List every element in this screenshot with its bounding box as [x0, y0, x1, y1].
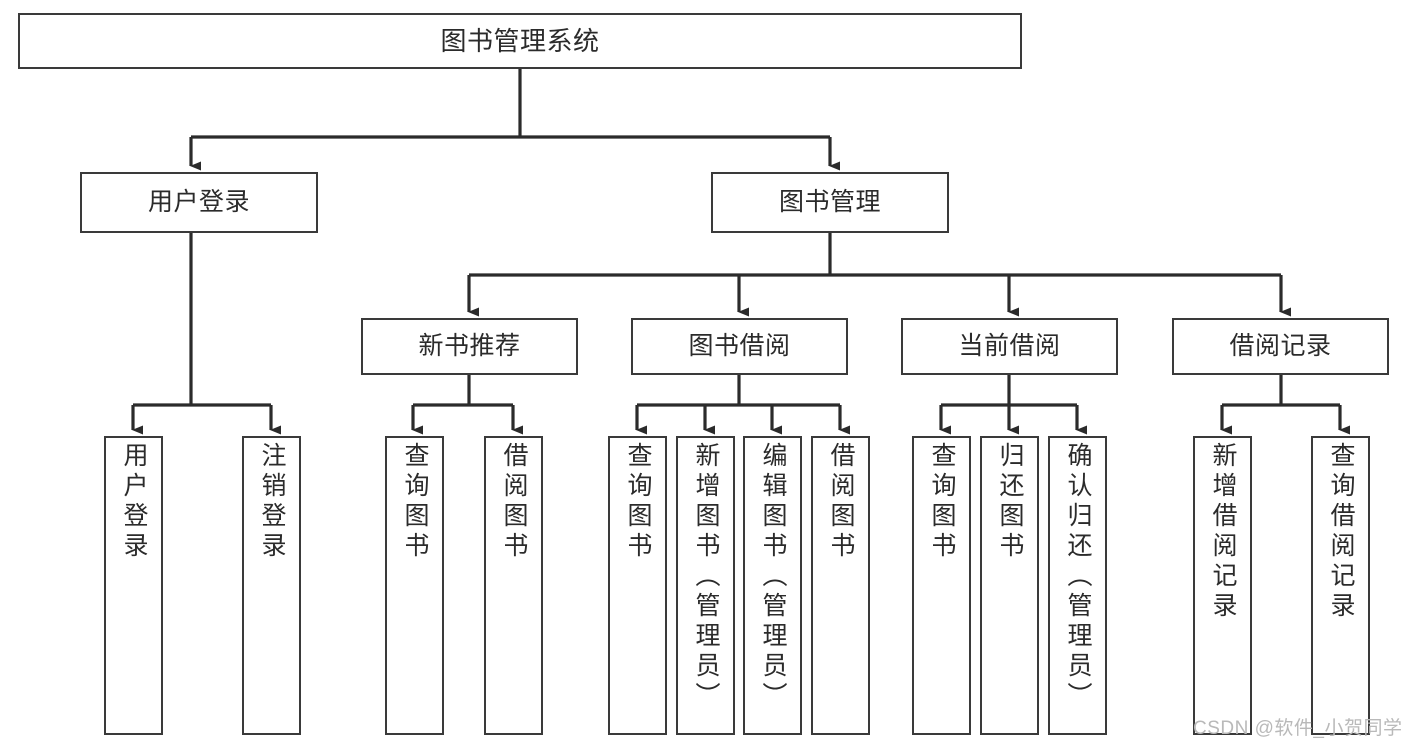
node-leaf-current-return-book[interactable]: 归还图书: [980, 436, 1039, 735]
node-leaf-logout[interactable]: 注销登录: [242, 436, 301, 735]
node-label: 当前借阅: [958, 331, 1061, 360]
node-label: 借阅图书: [827, 442, 855, 562]
node-label: 查询图书: [401, 442, 429, 562]
node-current-borrowing[interactable]: 当前借阅: [901, 318, 1118, 375]
node-leaf-current-confirm-return-admin[interactable]: 确认归还（管理员）: [1048, 436, 1107, 735]
node-leaf-borrow-borrow-book[interactable]: 借阅图书: [811, 436, 870, 735]
node-label: 编辑图书（管理员）: [759, 442, 787, 712]
node-label: 查询图书: [624, 442, 652, 562]
node-leaf-newbook-query-book[interactable]: 查询图书: [385, 436, 444, 735]
node-leaf-borrow-edit-book-admin[interactable]: 编辑图书（管理员）: [743, 436, 802, 735]
node-label: 注销登录: [258, 442, 286, 562]
node-leaf-record-query-borrow-record[interactable]: 查询借阅记录: [1311, 436, 1370, 735]
node-label: 用户登录: [147, 187, 250, 216]
node-label: 图书管理: [778, 187, 881, 216]
node-leaf-newbook-borrow-book[interactable]: 借阅图书: [484, 436, 543, 735]
node-leaf-borrow-add-book-admin[interactable]: 新增图书（管理员）: [676, 436, 735, 735]
node-label: 图书借阅: [688, 331, 791, 360]
node-leaf-borrow-query-book[interactable]: 查询图书: [608, 436, 667, 735]
node-label: 查询借阅记录: [1327, 442, 1355, 622]
node-book-borrowing[interactable]: 图书借阅: [631, 318, 848, 375]
node-label: 新增借阅记录: [1209, 442, 1237, 622]
node-root-book-management-system[interactable]: 图书管理系统: [18, 13, 1022, 69]
node-leaf-user-login[interactable]: 用户登录: [104, 436, 163, 735]
node-label: 借阅图书: [500, 442, 528, 562]
node-label: 图书管理系统: [440, 25, 600, 56]
node-label: 确认归还（管理员）: [1064, 442, 1092, 712]
node-label: 归还图书: [996, 442, 1024, 562]
node-label: 用户登录: [120, 442, 148, 562]
node-leaf-current-query-book[interactable]: 查询图书: [912, 436, 971, 735]
node-label: 新增图书（管理员）: [692, 442, 720, 712]
node-label: 借阅记录: [1229, 331, 1332, 360]
node-book-management[interactable]: 图书管理: [711, 172, 949, 233]
node-user-login[interactable]: 用户登录: [80, 172, 318, 233]
node-label: 新书推荐: [418, 331, 521, 360]
node-leaf-record-add-borrow-record[interactable]: 新增借阅记录: [1193, 436, 1252, 735]
node-label: 查询图书: [928, 442, 956, 562]
csdn-watermark: CSDN @软件_小贺同学: [1193, 718, 1403, 739]
node-new-book-recommendation[interactable]: 新书推荐: [361, 318, 578, 375]
node-borrowing-record[interactable]: 借阅记录: [1172, 318, 1389, 375]
